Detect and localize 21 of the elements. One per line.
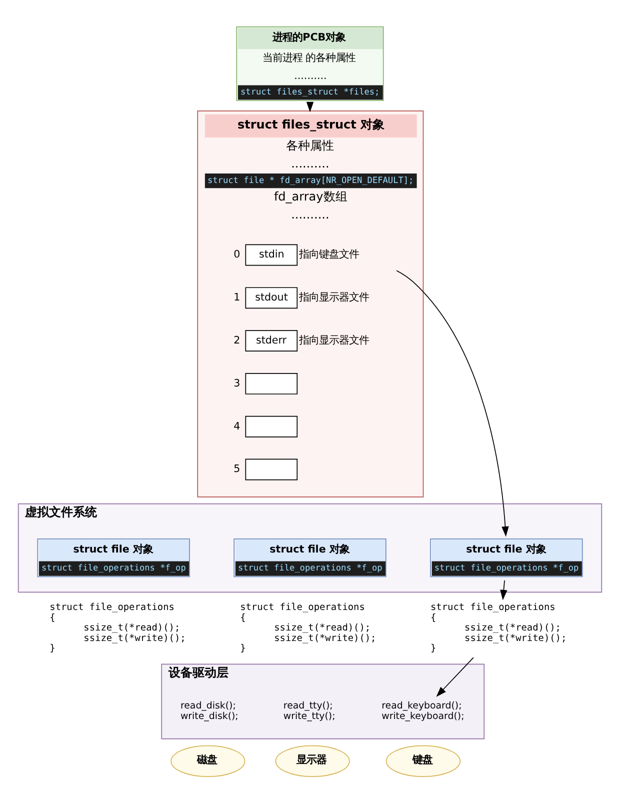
arrow bbox=[436, 657, 474, 697]
node-text: read_keyboard(); write_keyboard(); bbox=[382, 700, 464, 722]
node-ellipse: 键盘 bbox=[386, 745, 461, 777]
node-label: 0 bbox=[234, 248, 240, 261]
arrow bbox=[396, 270, 509, 537]
arrow bbox=[500, 580, 508, 600]
node-ellipse: 磁盘 bbox=[170, 745, 246, 777]
node-label: 2 bbox=[234, 334, 240, 346]
node-text: struct file_operations { ssize_t(*read)(); ssize_t(*write)(); } bbox=[430, 602, 567, 654]
node-text: read_tty(); write_tty(); bbox=[283, 700, 336, 722]
node-text: read_disk(); write_disk(); bbox=[180, 700, 238, 722]
node-ellipse: 显示器 bbox=[275, 745, 350, 777]
node-label: 指向键盘文件 bbox=[298, 248, 359, 261]
node-label: 4 bbox=[234, 420, 240, 432]
node-text: struct file_operations { ssize_t(*read)(); ssize_t(*write)(); } bbox=[240, 602, 376, 654]
node-text: struct file_operations { ssize_t(*read)(); ssize_t(*write)(); } bbox=[50, 602, 186, 654]
node-label: 指向显示器文件 bbox=[298, 334, 369, 346]
node-label: 5 bbox=[234, 463, 240, 476]
node-label: 指向显示器文件 bbox=[298, 292, 369, 304]
node-label: 3 bbox=[234, 377, 240, 390]
node-label: 1 bbox=[234, 292, 240, 304]
